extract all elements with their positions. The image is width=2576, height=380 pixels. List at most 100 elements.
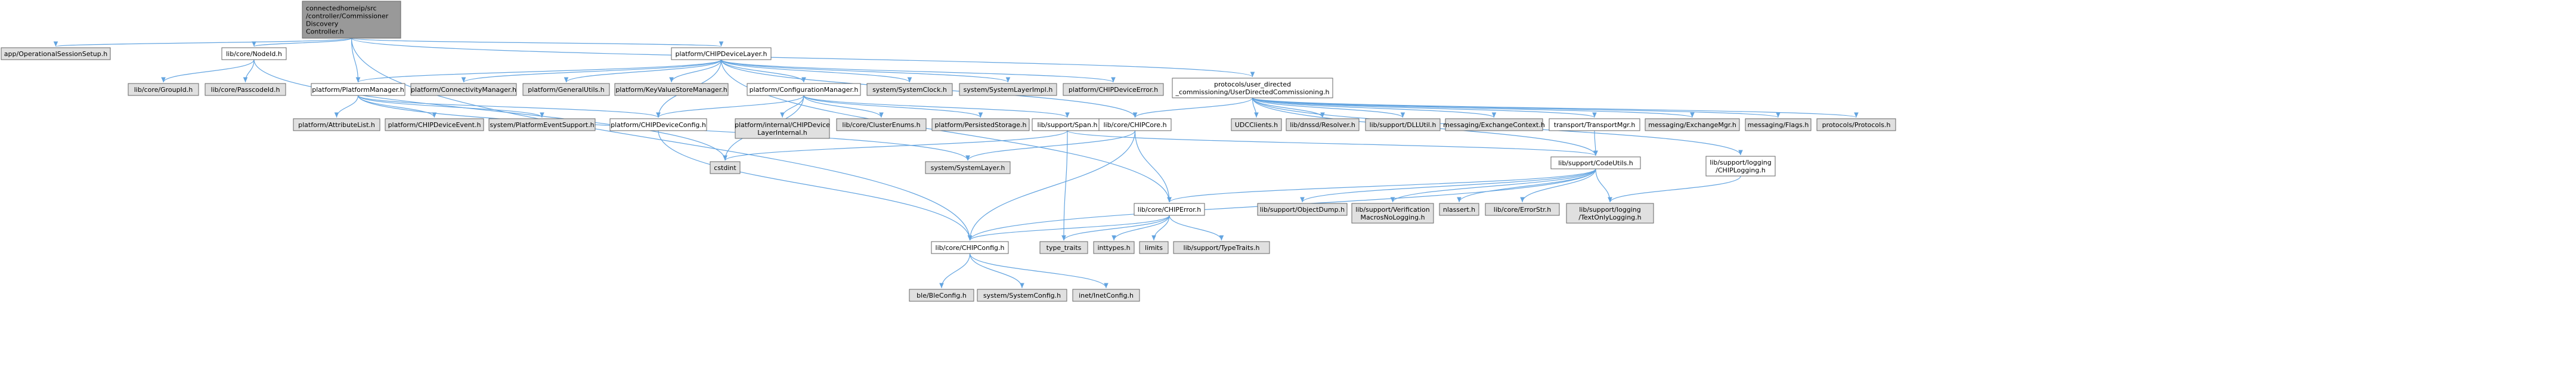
edge-cfgmgr-to-devlayerint [780, 95, 804, 118]
node-inttypes[interactable]: inttypes.h [1093, 241, 1135, 254]
node-sysclock[interactable]: system/SystemClock.h [866, 83, 953, 96]
node-nodeid[interactable]: lib/core/NodeId.h [221, 47, 287, 60]
node-box [1172, 78, 1333, 98]
node-exctx[interactable]: messaging/ExchangeContext.h [1443, 118, 1545, 131]
node-span[interactable]: lib/support/Span.h [1032, 118, 1103, 131]
node-codeutils[interactable]: lib/support/CodeUtils.h [1550, 156, 1641, 169]
node-chiperror[interactable]: lib/core/CHIPError.h [1134, 203, 1205, 216]
edge-root-to-nodeid [252, 38, 352, 47]
node-box [977, 289, 1067, 302]
edge-devcfg-to-chipconfig [658, 130, 973, 241]
node-box [931, 241, 1009, 254]
node-label: Discovery [306, 20, 339, 28]
node-label: UDCClients.h [1235, 121, 1278, 129]
node-box [959, 83, 1057, 96]
node-label: messaging/Flags.h [1748, 121, 1809, 129]
edge-root-to-platmgr [351, 38, 361, 83]
node-label: cstdint [714, 164, 736, 172]
edge-chiperror-to-limits [1151, 215, 1170, 241]
node-syslayerimpl[interactable]: system/SystemLayerImpl.h [959, 83, 1057, 96]
node-chipconfig[interactable]: lib/core/CHIPConfig.h [931, 241, 1009, 254]
node-devevent[interactable]: platform/CHIPDeviceEvent.h [385, 118, 484, 131]
node-label: MacrosNoLogging.h [1360, 214, 1425, 221]
edge-platmgr-to-devcfg [357, 95, 661, 118]
node-resolver[interactable]: lib/dnssd/Resolver.h [1286, 118, 1360, 131]
node-label: system/SystemConfig.h [983, 292, 1061, 299]
node-sysconfig[interactable]: system/SystemConfig.h [977, 289, 1067, 302]
node-root[interactable]: connectedhomeip/src/controller/Commissio… [302, 1, 401, 39]
node-label: lib/support/logging [1579, 206, 1641, 214]
node-udc[interactable]: protocols/user_directed_commissioning/Us… [1172, 78, 1333, 98]
node-box [1072, 289, 1140, 302]
edge-root-to-opsess [54, 38, 352, 47]
edge-chiperror-to-inttypes [1111, 215, 1170, 241]
node-label: lib/support/Verification [1355, 206, 1430, 214]
edge-cfgmgr-to-span [803, 95, 1070, 118]
node-devlayer[interactable]: platform/CHIPDeviceLayer.h [671, 47, 772, 60]
node-persist[interactable]: platform/PersistedStorage.h [931, 118, 1030, 131]
edge-chiperror-to-typetraits [1061, 215, 1170, 241]
node-passcodeid[interactable]: lib/core/PasscodeId.h [205, 83, 286, 96]
node-deverror[interactable]: platform/CHIPDeviceError.h [1063, 83, 1164, 96]
node-groupid[interactable]: lib/core/GroupId.h [128, 83, 199, 96]
node-box [1445, 118, 1543, 131]
node-box [1063, 83, 1164, 96]
edge-udc-to-chipcore [1132, 97, 1253, 118]
edge-devlayer-to-sysclock [720, 59, 912, 83]
node-label: system/SystemClock.h [872, 86, 947, 94]
node-label: lib/support/CodeUtils.h [1558, 159, 1633, 167]
node-connmgr[interactable]: platform/ConnectivityManager.h [410, 83, 517, 96]
node-textonly[interactable]: lib/support/logging/TextOnlyLogging.h [1566, 203, 1654, 224]
node-label: protocols/user_directed [1214, 81, 1291, 88]
node-devcfg[interactable]: platform/CHIPDeviceConfig.h [609, 118, 707, 131]
node-udcclients[interactable]: UDCClients.h [1231, 118, 1282, 131]
node-cfgmgr[interactable]: platform/ConfigurationManager.h [747, 83, 861, 96]
node-exmgr[interactable]: messaging/ExchangeMgr.h [1645, 118, 1740, 131]
node-suptypetraits[interactable]: lib/support/TypeTraits.h [1173, 241, 1270, 254]
node-label: lib/core/GroupId.h [134, 86, 193, 94]
node-label: /CHIPLogging.h [1716, 166, 1766, 174]
node-attrlist[interactable]: platform/AttributeList.h [293, 118, 380, 131]
node-clusterenums[interactable]: lib/core/ClusterEnums.h [836, 118, 927, 131]
node-inetconfig[interactable]: inet/InetConfig.h [1072, 289, 1140, 302]
node-box [1485, 203, 1560, 216]
node-transport[interactable]: transport/TransportMgr.h [1549, 118, 1640, 131]
node-errorstr[interactable]: lib/core/ErrorStr.h [1485, 203, 1560, 216]
node-msgflags[interactable]: messaging/Flags.h [1745, 118, 1812, 131]
node-label: platform/PlatformManager.h [312, 86, 404, 94]
node-objdump[interactable]: lib/support/ObjectDump.h [1257, 203, 1348, 216]
node-label: messaging/ExchangeContext.h [1443, 121, 1545, 129]
edge-devlayer-to-genutils [564, 59, 722, 83]
edge-devlayer-to-platmgr [355, 59, 722, 83]
node-label: app/OperationalSessionSetup.h [4, 50, 107, 58]
edge-devlayer-to-syslayerimpl [720, 59, 1011, 83]
node-label: protocols/Protocols.h [1822, 121, 1891, 129]
node-devlayerint[interactable]: platform/internal/CHIPDeviceLayerInterna… [735, 118, 830, 139]
node-dllutil[interactable]: lib/support/DLLUtil.h [1365, 118, 1441, 131]
node-opsess[interactable]: app/OperationalSessionSetup.h [1, 47, 111, 60]
node-box [128, 83, 199, 96]
node-syslayer[interactable]: system/SystemLayer.h [925, 161, 1011, 174]
node-genutils[interactable]: platform/GeneralUtils.h [522, 83, 610, 96]
node-cstdint[interactable]: cstdint [710, 161, 741, 174]
node-box [1, 47, 111, 60]
node-protocols[interactable]: protocols/Protocols.h [1816, 118, 1896, 131]
node-bleconfig[interactable]: ble/BleConfig.h [909, 289, 974, 302]
node-label: ble/BleConfig.h [917, 292, 967, 299]
node-label: lib/support/logging [1710, 159, 1772, 166]
node-label: system/SystemLayer.h [931, 164, 1005, 172]
node-kvsmgr[interactable]: platform/KeyValueStoreManager.h [614, 83, 729, 96]
node-limits[interactable]: limits [1139, 241, 1169, 254]
node-typetraits[interactable]: type_traits [1039, 241, 1088, 254]
node-nlassert[interactable]: nlassert.h [1439, 203, 1479, 216]
edge-devlayer-to-deverror [720, 59, 1116, 83]
node-sysplatevent[interactable]: system/PlatformEventSupport.h [488, 118, 596, 131]
node-label: lib/core/NodeId.h [226, 50, 282, 58]
node-box [931, 118, 1030, 131]
node-platmgr[interactable]: platform/PlatformManager.h [311, 83, 405, 96]
node-verifmacros[interactable]: lib/support/VerificationMacrosNoLogging.… [1351, 203, 1434, 224]
node-box [293, 118, 380, 131]
node-box [385, 118, 484, 131]
node-chiplogging[interactable]: lib/support/logging/CHIPLogging.h [1705, 156, 1776, 177]
node-chipcore[interactable]: lib/core/CHIPCore.h [1098, 118, 1172, 131]
